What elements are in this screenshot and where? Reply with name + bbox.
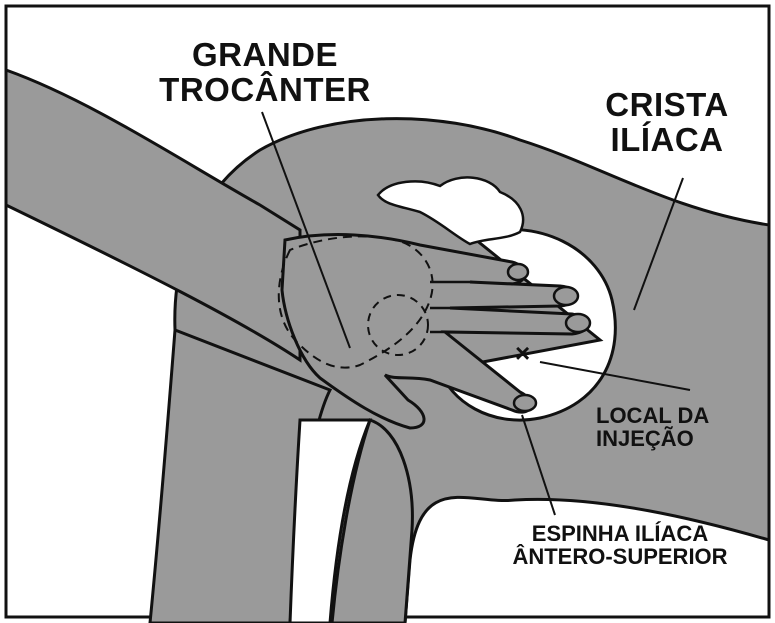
label-espinha-iliaca: ESPINHA ILÍACA ÂNTERO-SUPERIOR [470, 522, 770, 568]
label-crista-iliaca-line2: ILÍACA [582, 123, 752, 158]
injection-site-mark: × [515, 340, 530, 367]
fingernail-middle [554, 287, 578, 305]
label-crista-iliaca: CRISTA ILÍACA [582, 88, 752, 157]
label-local-injecao-line2: INJEÇÃO [596, 427, 709, 450]
fingernail-index [508, 264, 528, 280]
label-local-injecao: LOCAL DA INJEÇÃO [596, 404, 709, 450]
label-local-injecao-line1: LOCAL DA [596, 404, 709, 427]
label-grande-trocanter: GRANDE TROCÂNTER [120, 38, 410, 107]
label-grande-trocanter-line1: GRANDE [120, 38, 410, 73]
label-espinha-line1: ESPINHA ILÍACA [470, 522, 770, 545]
label-espinha-line2: ÂNTERO-SUPERIOR [470, 545, 770, 568]
label-crista-iliaca-line1: CRISTA [582, 88, 752, 123]
fingernail-ring [566, 314, 590, 332]
label-grande-trocanter-line2: TROCÂNTER [120, 73, 410, 108]
fingernail-thumb [514, 395, 536, 411]
